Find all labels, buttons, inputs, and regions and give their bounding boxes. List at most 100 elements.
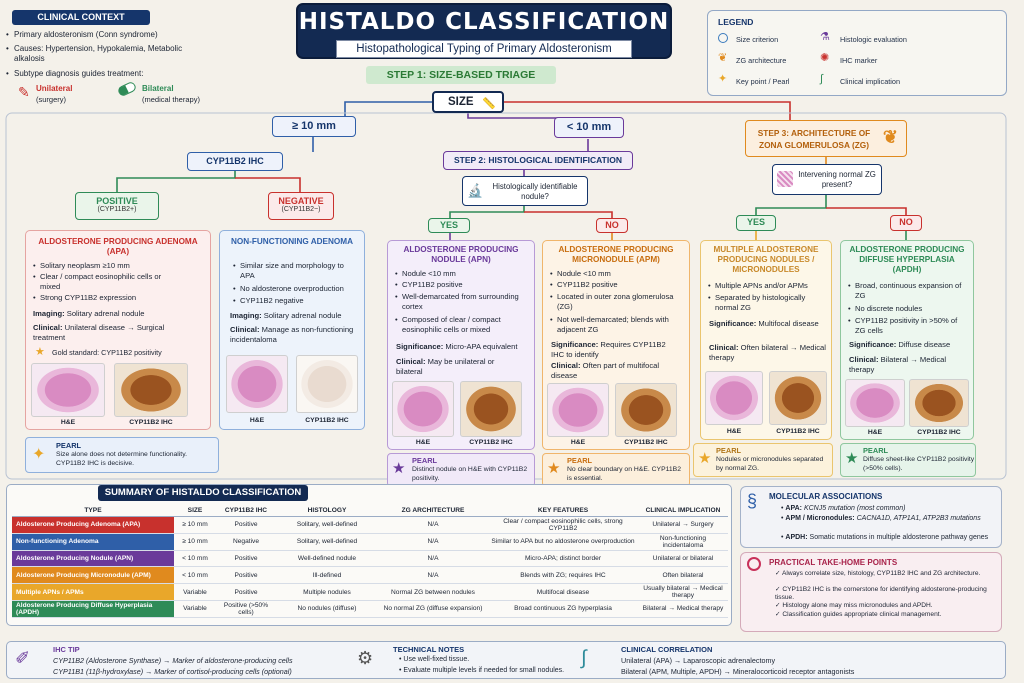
legend-item: ZG architecture — [736, 56, 787, 65]
pearl-heading: PEARL — [56, 441, 82, 450]
molecular-panel: § MOLECULAR ASSOCIATIONS • APA: KCNJ5 mu… — [740, 486, 1002, 548]
legend-item: Clinical implication — [840, 77, 901, 86]
table-cell: Micro-APA; distinct border — [488, 550, 638, 568]
table-cell: N/A — [378, 550, 488, 568]
table-cell: Variable — [174, 583, 216, 601]
tech-text: Evaluate multiple levels if needed for s… — [403, 667, 565, 674]
pearl-text: Nodules or micronodules separated by nor… — [716, 456, 824, 472]
step3-node: STEP 3: ARCHITECTURE OF ZONA GLOMERULOSA… — [745, 120, 907, 157]
card-item: Strong CYP11B2 expression — [33, 293, 200, 303]
molecular-value: CACNA1D, ATP1A1, ATP2B3 mutations — [856, 515, 981, 522]
molecular-value: KCNJ5 mutation (most common) — [803, 505, 906, 512]
star-icon: ★ — [698, 450, 712, 467]
legend-item: Histologic evaluation — [840, 35, 907, 44]
table-cell: Usually bilateral → Medical therapy — [638, 583, 728, 601]
card-item: Broad, continuous expansion of ZG — [848, 281, 969, 300]
table-cell: No nodules (diffuse) — [276, 600, 378, 618]
table-cell: Solitary, well-defined — [276, 533, 378, 551]
ruler-icon: 📏 — [482, 98, 496, 110]
ihc-caption: CYP11B2 IHC — [624, 439, 668, 446]
table-cell: ≥ 10 mm — [174, 533, 216, 551]
table-cell: Unilateral → Surgery — [638, 516, 728, 534]
context-item: Causes: Hypertension, Hypokalemia, Metab… — [6, 44, 194, 64]
context-item: Primary aldosteronism (Conn syndrome) — [6, 30, 204, 40]
clinical-value: Manage as non-functioning incidentaloma — [230, 325, 354, 344]
clinical-value: Bilateral → Medical therapy — [849, 355, 947, 374]
table-cell: Similar to APA but no aldosterone overpr… — [488, 533, 638, 551]
table-row: Aldosterone Producing Micronodule (APM)<… — [12, 566, 728, 585]
card-title: ALDOSTERONE PRODUCING ADENOMA (APA) — [38, 237, 198, 256]
significance-key: Significance: — [709, 319, 757, 328]
he-caption: H&E — [867, 429, 883, 436]
card-item: Multiple APNs and/or APMs — [708, 281, 827, 291]
takehome-text: Classification guides appropriate clinic… — [782, 611, 942, 618]
table-cell: Ill-defined — [276, 566, 378, 585]
clinical-key: Clinical: — [849, 355, 879, 364]
table-row-type: Aldosterone Producing Diffuse Hyperplasi… — [12, 600, 174, 618]
ihc-tip-line: CYP11B1 (11β-hydroxylase) → Marker of co… — [53, 667, 292, 676]
positive-node: POSITIVE (CYP11B2+) — [75, 192, 159, 220]
ihc-caption: CYP11B2 IHC — [917, 429, 961, 436]
adrenal-icon: ❦ — [718, 52, 728, 64]
table-header: TYPE — [12, 505, 174, 517]
gold-standard: Gold standard: CYP11B2 positivity — [52, 348, 162, 357]
significance-value: Micro-APA equivalent — [445, 342, 518, 351]
tech-text: Use well-fixed tissue. — [403, 656, 470, 663]
table-cell: Blends with ZG; requires IHC — [488, 566, 638, 585]
unilateral-sub: (surgery) — [36, 95, 67, 104]
star-icon: ★ — [547, 460, 561, 477]
adrenal-icon: ❦ — [882, 127, 898, 147]
pearl-heading: PEARL — [412, 456, 438, 465]
step1-banner: STEP 1: SIZE-BASED TRIAGE — [366, 66, 556, 84]
he-image — [705, 371, 763, 425]
molecular-key: APA: — [785, 505, 802, 512]
legend-item: Size criterion — [736, 35, 779, 44]
ihc-image — [615, 383, 677, 437]
table-row-type: Non-functioning Adenoma — [12, 533, 174, 551]
table-cell: Well-defined nodule — [276, 550, 378, 568]
positive-sub: (CYP11B2+) — [97, 206, 137, 213]
pearl-heading: PEARL — [863, 446, 889, 455]
page-subtitle: Histopathological Typing of Primary Aldo… — [336, 40, 632, 58]
takehome-text: Histology alone may miss micronodules an… — [782, 602, 933, 609]
table-header: CYP11B2 IHC — [216, 505, 276, 517]
pearl-text: Distinct nodule on H&E with CYP11B2 posi… — [412, 466, 528, 482]
table-row: Aldosterone Producing Adenoma (APA)≥ 10 … — [12, 516, 728, 534]
tech-line: • Evaluate multiple levels if needed for… — [399, 667, 565, 674]
scalpel-icon: ✎ — [18, 84, 30, 100]
tech-line: • Use well-fixed tissue. — [399, 656, 470, 663]
significance-key: Significance: — [551, 340, 599, 349]
pearl-box: ★ PEARL Distinct nodule on H&E with CYP1… — [387, 453, 535, 487]
card-item: Well-demarcated from surrounding cortex — [395, 292, 522, 311]
stethoscope-icon: ∫ — [820, 73, 824, 85]
dna-icon: § — [747, 491, 758, 511]
table-cell: Positive — [216, 566, 276, 585]
bulb-icon: ✦ — [718, 73, 728, 85]
clinical-value: Often bilateral → Medical therapy — [709, 343, 826, 362]
page-title: HISTALDO CLASSIFICATION — [298, 9, 670, 35]
legend-panel: LEGEND Size criterion ⚗ Histologic evalu… — [707, 10, 1007, 96]
card-item: Nodule <10 mm — [395, 269, 527, 279]
he-image — [845, 379, 905, 427]
table-cell: Clear / compact eosinophilic cells, stro… — [488, 516, 638, 534]
card-title: ALDOSTERONE PRODUCING NODULE (APN) — [403, 245, 519, 264]
card-item: CYP11B2 positive — [395, 280, 527, 290]
clinical-heading: CLINICAL CORRELATION — [621, 645, 713, 654]
card-apa: ALDOSTERONE PRODUCING ADENOMA (APA) Soli… — [25, 230, 211, 430]
bilateral-sub: (medical therapy) — [142, 95, 200, 104]
pearl-box: ★ PEARL Diffuse sheet-like CYP11B2 posit… — [840, 443, 976, 477]
ihc-tip-heading: IHC TIP — [53, 645, 80, 654]
q3-node: Intervening normal ZG present? — [772, 164, 882, 195]
takehome-item: ✓ CYP11B2 IHC is the cornerstone for ide… — [775, 586, 987, 601]
he-caption: H&E — [60, 419, 76, 426]
card-title: NON-FUNCTIONING ADENOMA — [230, 237, 354, 246]
table-cell: Unilateral or bilateral — [638, 550, 728, 568]
takehome-item: ✓ Always correlate size, histology, CYP1… — [775, 570, 981, 577]
card-item: Composed of clear / compact eosinophilic… — [395, 315, 527, 334]
card-title: ALDOSTERONE PRODUCING DIFFUSE HYPERPLASI… — [849, 245, 965, 274]
card-item: Solitary neoplasm ≥10 mm — [33, 261, 200, 271]
ihc-image — [114, 363, 188, 417]
clinical-key: Clinical: — [230, 325, 260, 334]
table-cell: Positive — [216, 516, 276, 534]
table-cell: Variable — [174, 600, 216, 618]
